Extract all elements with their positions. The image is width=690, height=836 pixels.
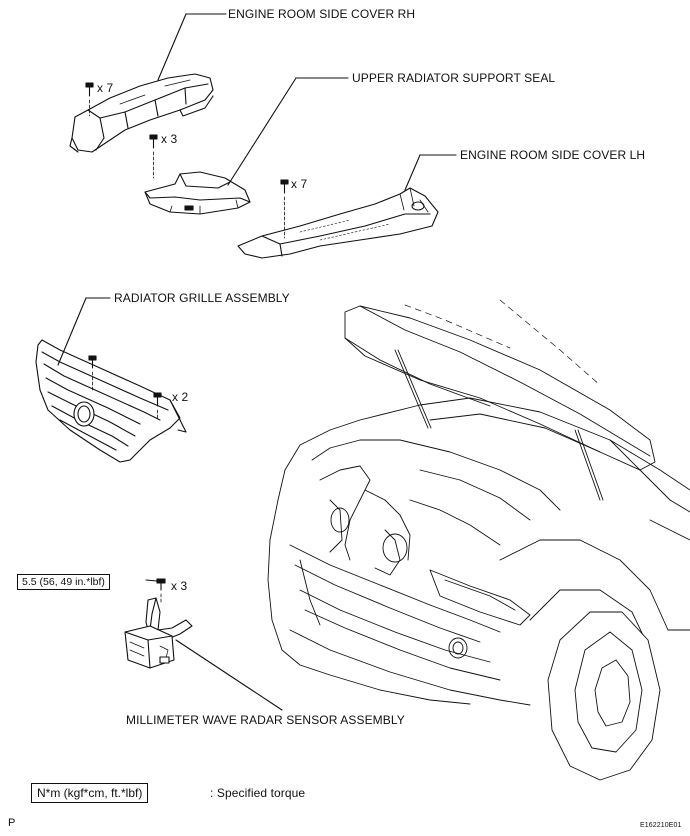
grille-clip-icon-2 — [154, 393, 161, 420]
sensor-bolt-icon — [157, 579, 165, 603]
corner-letter: P — [8, 817, 16, 829]
upper-radiator-support-seal — [145, 172, 250, 214]
torque-box-leader — [146, 580, 157, 581]
torque-unit-legend-box: N*m (kgf*cm, ft.*lbf) — [31, 783, 149, 803]
lh-cover-clip-icon — [281, 180, 288, 238]
grille-clip-icon-1 — [89, 356, 96, 390]
engine-room-side-cover-lh-label: ENGINE ROOM SIDE COVER LH — [460, 148, 646, 162]
grille-clip-qty: x 2 — [172, 390, 189, 404]
seal-leader-line — [228, 78, 296, 185]
rh-cover-clip-icon — [86, 83, 93, 116]
seal-clip-qty: x 3 — [161, 132, 178, 146]
vehicle-illustration — [268, 300, 690, 780]
radiator-grille-assembly-label: RADIATOR GRILLE ASSEMBLY — [114, 291, 290, 305]
sensor-torque-spec-box: 5.5 (56, 49 in.*lbf) — [17, 574, 110, 590]
engine-room-side-cover-rh-label: ENGINE ROOM SIDE COVER RH — [228, 7, 416, 21]
figure-code: E162210E01 — [640, 822, 682, 829]
millimeter-wave-radar-sensor-assembly — [125, 598, 192, 668]
rh-cover-clip-qty: x 7 — [97, 81, 114, 95]
seal-clip-icon — [150, 135, 157, 178]
grille-leader-line — [58, 298, 86, 365]
lh-cover-clip-qty: x 7 — [291, 177, 308, 191]
sensor-bolt-qty: x 3 — [171, 579, 188, 593]
radiator-grille-assembly — [36, 340, 186, 462]
rh-cover-leader-line — [158, 14, 186, 80]
engine-room-side-cover-rh — [70, 74, 213, 152]
upper-radiator-support-seal-label: UPPER RADIATOR SUPPORT SEAL — [352, 71, 556, 85]
sensor-leader-line — [176, 640, 282, 710]
lh-cover-leader-line — [405, 155, 420, 190]
millimeter-wave-radar-sensor-assembly-label: MILLIMETER WAVE RADAR SENSOR ASSEMBLY — [126, 713, 405, 727]
torque-legend-description: : Specified torque — [210, 786, 306, 800]
engine-room-side-cover-lh — [238, 188, 438, 258]
